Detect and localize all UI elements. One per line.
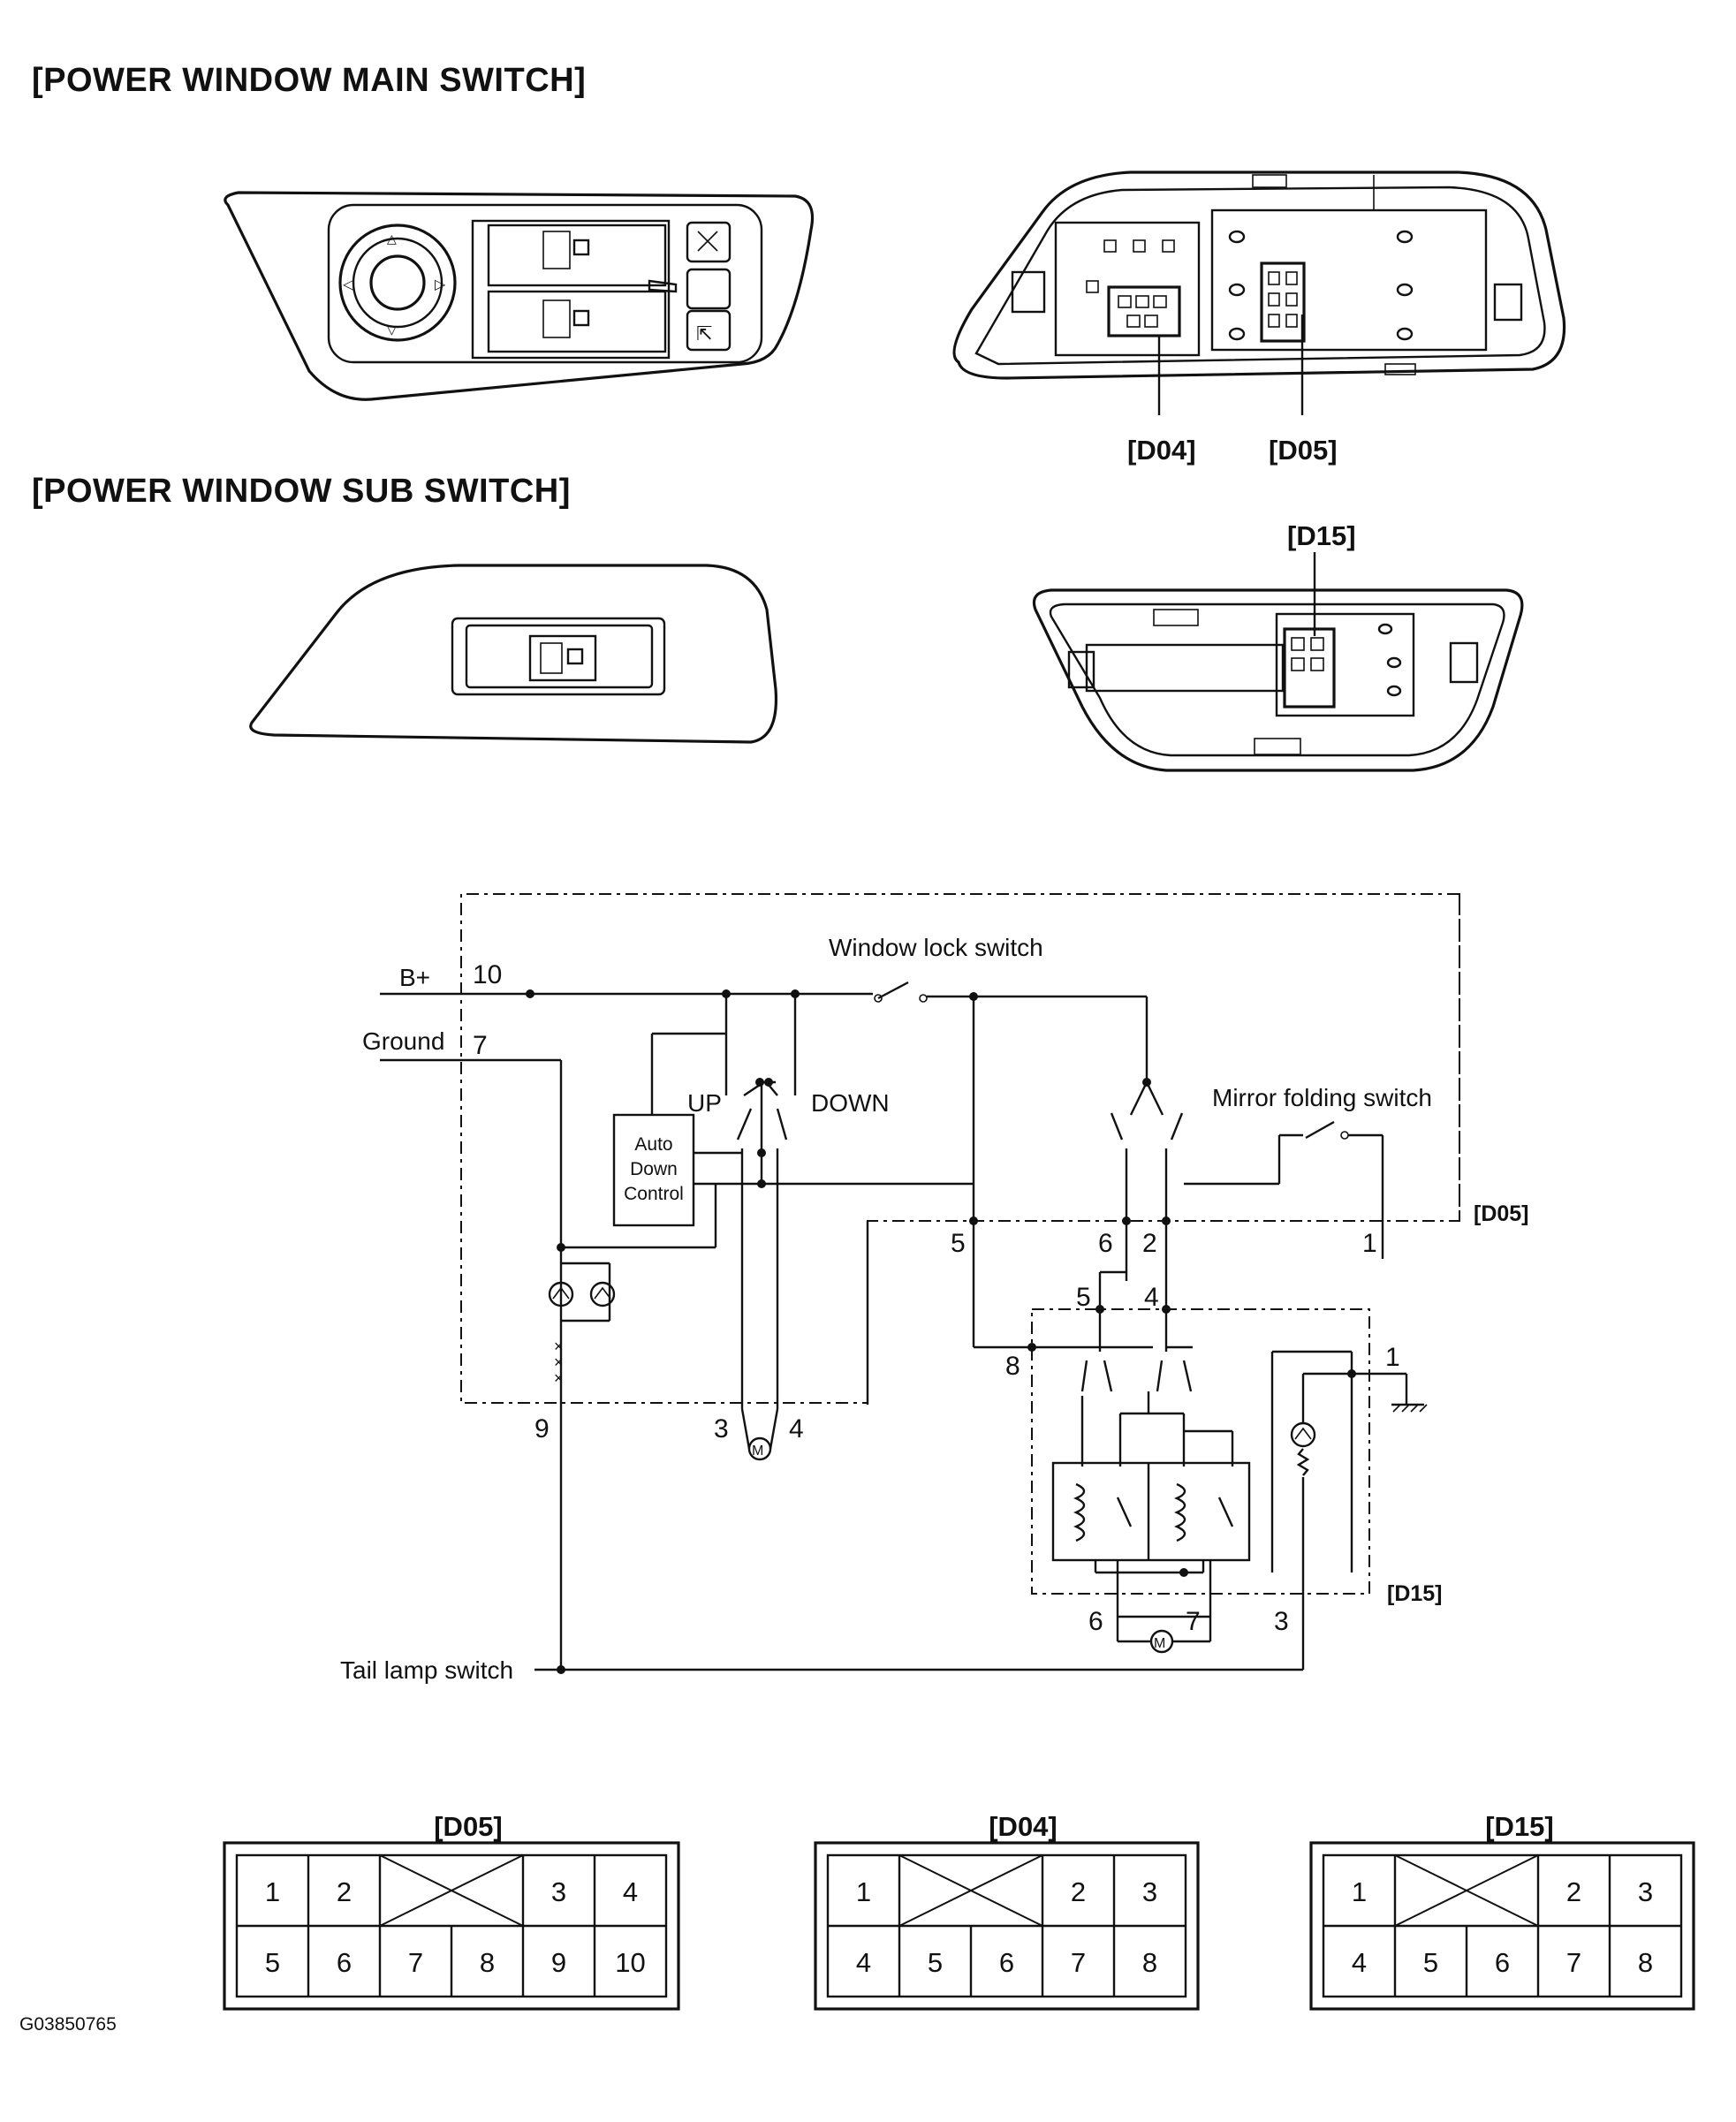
table-d05-pin: 5 [265, 1947, 280, 1978]
table-d04-pin: 3 [1142, 1876, 1157, 1907]
table-blank-cross [1394, 1854, 1539, 1927]
table-blank-cross [898, 1854, 1043, 1927]
d05-pin-2: 2 [1142, 1229, 1157, 1258]
table-d15-pin: 1 [1352, 1876, 1367, 1907]
pin-4: 4 [789, 1414, 804, 1444]
svg-text:×: × [554, 1338, 564, 1355]
table-d04-pin: 6 [999, 1947, 1014, 1978]
svg-text:◁: ◁ [342, 277, 354, 292]
svg-text:▷: ▷ [435, 277, 446, 292]
table-d15-pin: 5 [1423, 1947, 1438, 1978]
table-d04-pin: 4 [856, 1947, 871, 1978]
svg-text:⇱: ⇱ [696, 322, 712, 345]
pin-tables: 5 6 7 8 9 10 1 2 3 4 4 5 6 7 8 1 2 3 4 5 6 7 8 1 2 3 [223, 1841, 1695, 2011]
mirror-folding-switch-label: Mirror folding switch [1212, 1084, 1432, 1111]
table-d15-pin: 3 [1638, 1876, 1653, 1907]
table-d04-pin: 7 [1071, 1947, 1086, 1978]
pin-7: 7 [473, 1031, 488, 1060]
table-d05-pin: 8 [480, 1947, 495, 1978]
pin-10: 10 [473, 960, 502, 989]
table-d15-pin: 4 [1352, 1947, 1367, 1978]
main-back-d05-label: [D05] [1269, 435, 1338, 466]
table-d04-pin: 5 [928, 1947, 943, 1978]
b-plus-label: B+ [399, 964, 430, 991]
table-d04-pin: 8 [1142, 1947, 1157, 1978]
tail-lamp-switch-label: Tail lamp switch [340, 1656, 513, 1684]
auto-down-text-2: Down [630, 1159, 678, 1179]
main-switch-heading: [POWER WINDOW MAIN SWITCH] [32, 62, 587, 99]
table-d04-title: [D04] [989, 1811, 1058, 1842]
main-switch-back [952, 171, 1566, 415]
d15-pin-5: 5 [1076, 1283, 1091, 1312]
table-d05-outer [223, 1841, 680, 2011]
d05-pin-1: 1 [1362, 1229, 1377, 1258]
schematic-d15-label: [D15] [1387, 1581, 1443, 1606]
auto-down-text-1: Auto [634, 1134, 672, 1155]
pin-3: 3 [714, 1414, 729, 1444]
table-d05-pin: 4 [623, 1876, 638, 1907]
d15-pin-6: 6 [1088, 1607, 1103, 1636]
table-d15-outer [1309, 1841, 1695, 2011]
d15-pin-8: 8 [1005, 1352, 1020, 1381]
table-d05-pin: 7 [408, 1947, 423, 1978]
wiring-schematic: × × × M [380, 893, 1460, 1674]
table-d15-title: [D15] [1485, 1811, 1554, 1842]
d05-pin-6: 6 [1098, 1229, 1113, 1258]
sub-back-d15-label: [D15] [1287, 520, 1356, 551]
d15-pin-7: 7 [1186, 1607, 1201, 1636]
d05-pin-5: 5 [951, 1229, 966, 1258]
table-d04-outer [814, 1841, 1200, 2011]
d15-pin-3: 3 [1274, 1607, 1289, 1636]
svg-text:△: △ [387, 231, 397, 246]
pin-9: 9 [534, 1414, 550, 1444]
svg-text:M: M [1154, 1636, 1165, 1651]
table-d04-pin: 1 [856, 1876, 871, 1907]
table-d05-pin: 1 [265, 1876, 280, 1907]
table-blank-cross [379, 1854, 524, 1927]
table-d05-pin: 3 [551, 1876, 566, 1907]
table-d05-pin: 6 [337, 1947, 352, 1978]
down-label: DOWN [811, 1089, 890, 1117]
main-back-d04-label: [D04] [1127, 435, 1196, 466]
window-lock-switch-label: Window lock switch [829, 934, 1043, 961]
d15-pin-4: 4 [1144, 1283, 1159, 1312]
sub-switch-heading: [POWER WINDOW SUB SWITCH] [32, 473, 571, 510]
svg-text:M: M [752, 1444, 763, 1459]
figure-id: G03850765 [19, 2014, 117, 2035]
table-d04-pin: 2 [1071, 1876, 1086, 1907]
svg-text:▽: ▽ [387, 322, 397, 337]
table-d05-title: [D05] [434, 1811, 503, 1842]
table-d15-pin: 7 [1566, 1947, 1581, 1978]
up-label: UP [687, 1089, 722, 1117]
svg-text:×: × [554, 1369, 564, 1387]
auto-down-text-3: Control [624, 1184, 684, 1204]
ground-label: Ground [362, 1027, 444, 1055]
schematic-d05-label: [D05] [1474, 1201, 1529, 1226]
table-d05-pin: 9 [551, 1947, 566, 1978]
table-d15-pin: 2 [1566, 1876, 1581, 1907]
table-d15-pin: 8 [1638, 1947, 1653, 1978]
main-switch-front: △ ▽ ◁ ▷ ⇱ [224, 191, 815, 401]
table-d05-pin: 2 [337, 1876, 352, 1907]
table-d05-pin: 10 [615, 1947, 645, 1978]
svg-text:×: × [554, 1353, 564, 1371]
table-d15-pin: 6 [1495, 1947, 1510, 1978]
sub-switch-back [1032, 552, 1524, 772]
sub-switch-front [249, 564, 778, 744]
d15-pin-1: 1 [1385, 1343, 1400, 1372]
